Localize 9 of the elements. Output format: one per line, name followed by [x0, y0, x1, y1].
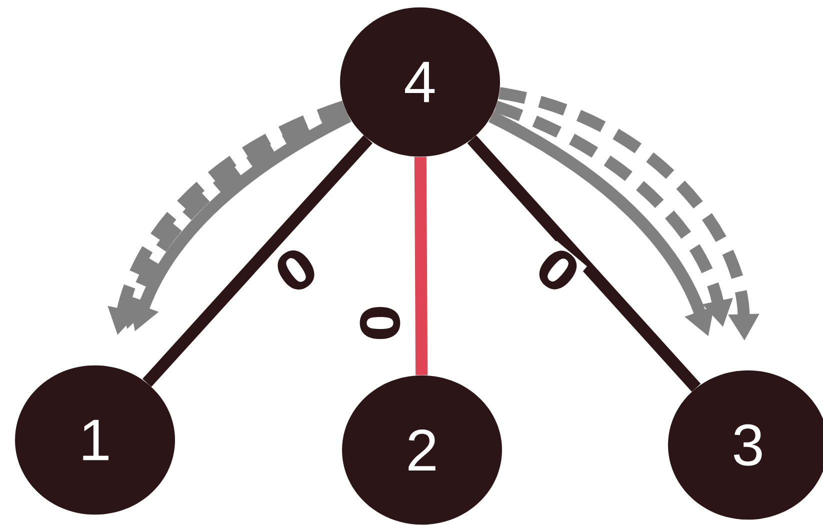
edge-label: 0 — [267, 240, 325, 300]
circle-node: 2 — [342, 375, 502, 525]
connector-line — [467, 135, 701, 392]
circle-node: 1 — [15, 365, 175, 515]
circle-node: 4 — [340, 7, 500, 157]
edge-label: 0 — [358, 303, 402, 343]
edge-label: 0 — [528, 240, 588, 300]
connector-line — [414, 156, 428, 376]
connector-line — [142, 135, 373, 387]
